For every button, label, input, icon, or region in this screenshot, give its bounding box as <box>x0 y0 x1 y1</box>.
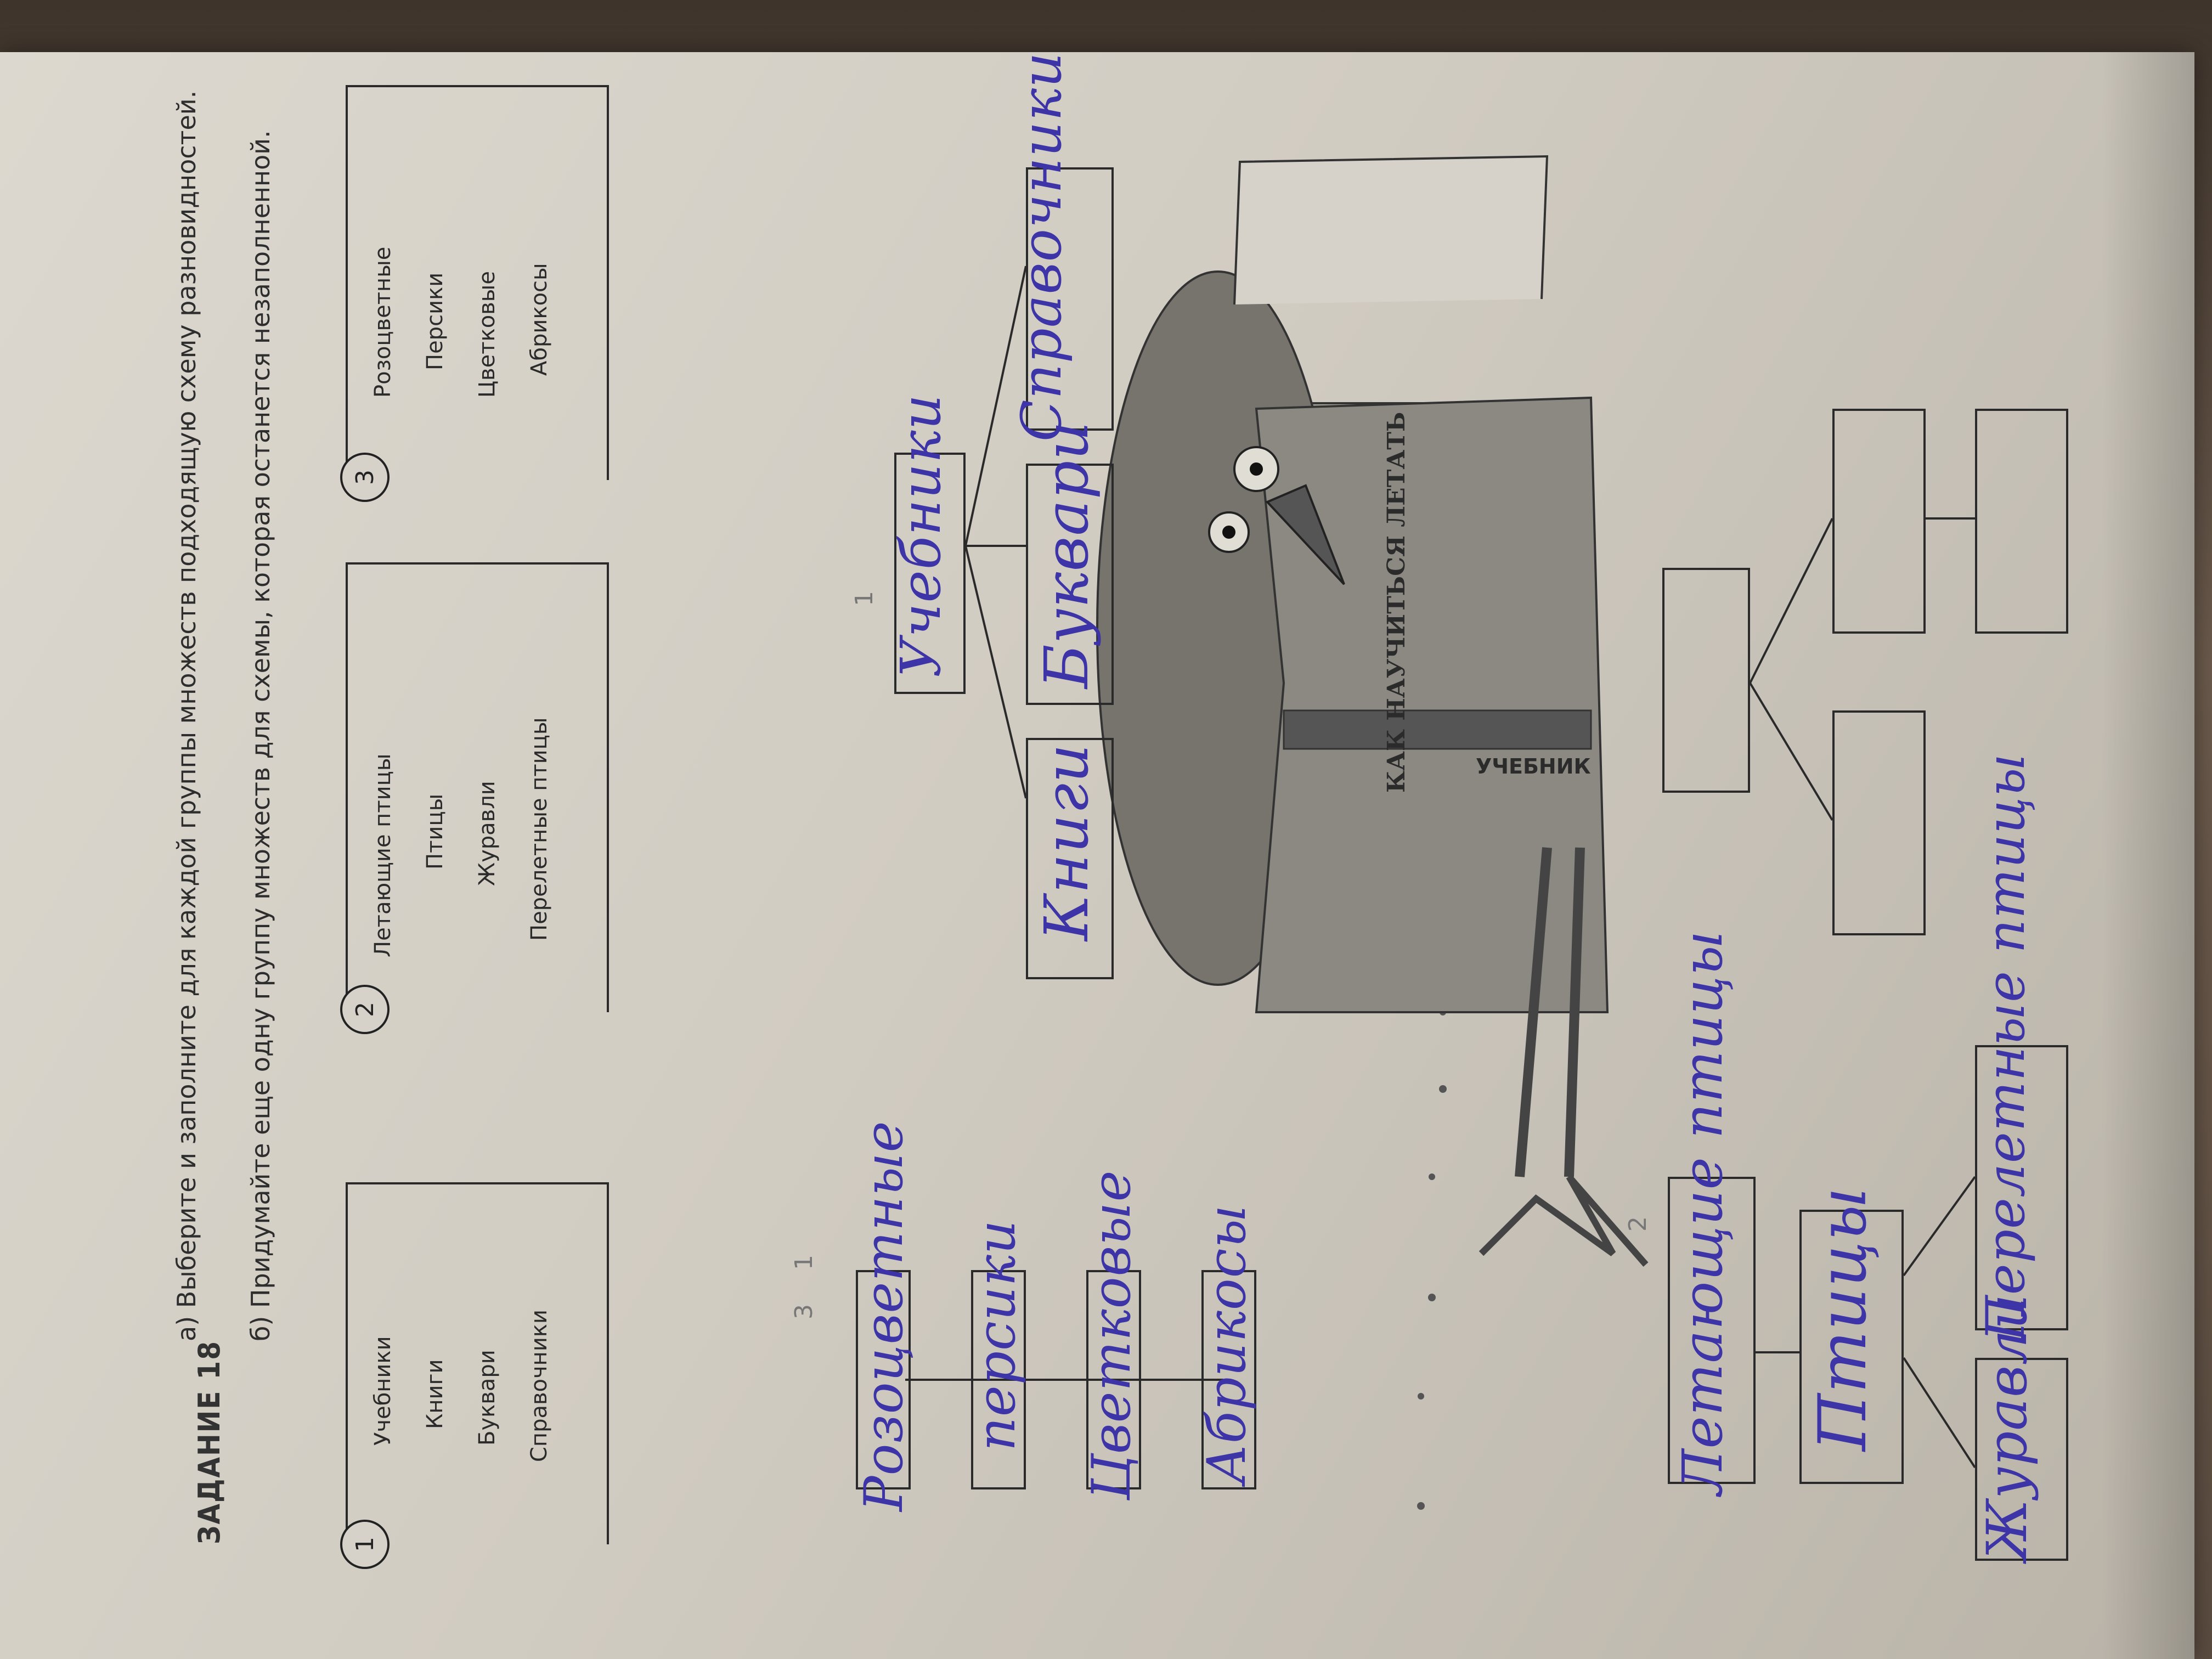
empty-right-box <box>1832 409 1926 634</box>
tree-child-answer: Буквари <box>1031 420 1102 689</box>
book-spine-label: УЧЕБНИК <box>1476 754 1591 778</box>
tree-child-answer: Книги <box>1031 743 1102 941</box>
book-cover-title: КАК НАУЧИТЬСЯ ЛЕТАТЬ <box>1383 411 1410 793</box>
tree-root-answer: Учебники <box>889 393 953 678</box>
birds-bottom-right-answer: Перелетные птицы <box>1975 753 2036 1341</box>
chain-pencil-mark: 3 <box>790 1304 818 1319</box>
chain-answer-2: персики <box>966 1220 1027 1451</box>
page-content: ЗАДАНИЕ 18 а) Выберите и заполните для к… <box>165 52 2140 1569</box>
chain-answer-4: Абрикосы <box>1196 1204 1257 1484</box>
empty-top-box <box>1662 568 1750 793</box>
chain-answer-3: Цветковые <box>1081 1170 1142 1500</box>
birds-middle-answer: Птицы <box>1805 1186 1881 1451</box>
chain-pencil-mark: 1 <box>790 1255 818 1270</box>
empty-bottom-box <box>1975 409 2068 634</box>
chain-answer-1: Розоцветные <box>853 1120 915 1511</box>
page-gutter-shadow <box>2101 52 2194 1659</box>
birds-top-answer: Летающие птицы <box>1671 930 1735 1495</box>
bird-illustration <box>1096 155 1649 1267</box>
tree-child-answer: Справочники <box>1009 52 1074 442</box>
workbook-page: ЗАДАНИЕ 18 а) Выберите и заполните для к… <box>0 52 2194 1659</box>
empty-left-box <box>1832 710 1926 935</box>
tree-pencil-mark: 1 <box>850 591 878 606</box>
birds-pencil-mark: 2 <box>1624 1216 1652 1232</box>
scheme-lines <box>905 155 1976 1510</box>
